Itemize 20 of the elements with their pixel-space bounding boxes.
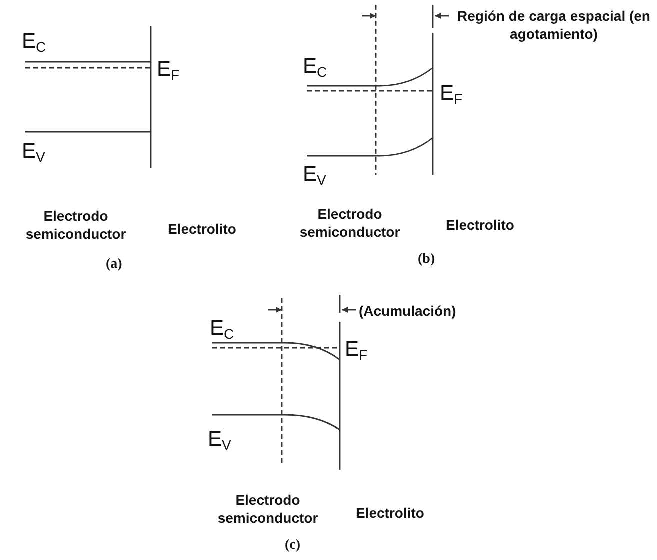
region-label: Electrodo semiconductor [298,205,402,241]
region-label: Electrolito [356,504,424,522]
region-label: Electrodo semiconductor [24,207,128,243]
annotation-text: Región de carga espacial (en agotamiento) [456,7,652,43]
energy-level-label: E$_{F}$ [440,82,463,109]
energy-level-label: E$_{C}$ [22,30,46,57]
energy-level-label: E$_{V}$ [208,428,232,455]
panel-label: (c) [285,538,301,554]
energy-level-label: E$_{F}$ [345,338,368,365]
annotation-text: (Acumulación) [359,302,456,320]
energy-level-label: E$_{V}$ [303,163,326,190]
panel-label: (a) [106,257,122,273]
region-label: Electrodo semiconductor [216,491,320,527]
energy-level-label: E$_{V}$ [22,140,46,167]
region-label: Electrolito [168,220,236,238]
energy-level-label: E$_{C}$ [303,55,328,82]
panel-label: (b) [418,252,436,268]
energy-level-label: E$_{C}$ [210,317,234,344]
region-label: Electrolito [446,216,514,234]
energy-level-label: E$_{F}$ [157,58,180,85]
